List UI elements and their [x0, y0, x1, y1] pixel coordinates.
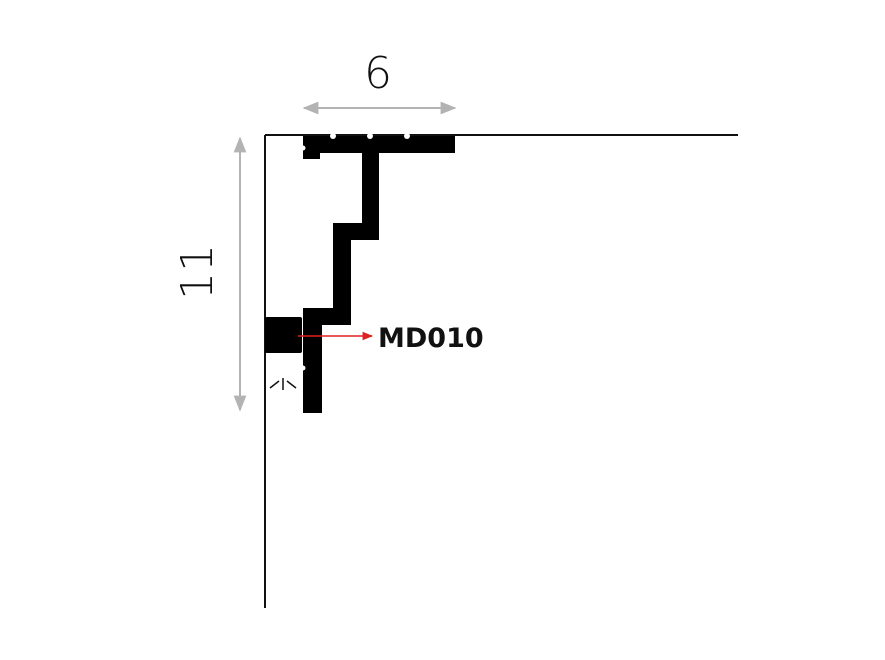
led-strip — [265, 317, 302, 353]
light-rays-icon — [269, 378, 297, 390]
width-dimension-label: 6 — [364, 48, 392, 99]
cornice-profile — [300, 133, 455, 413]
height-dimension-label: 11 — [172, 244, 223, 300]
product-label: MD010 — [378, 323, 484, 354]
